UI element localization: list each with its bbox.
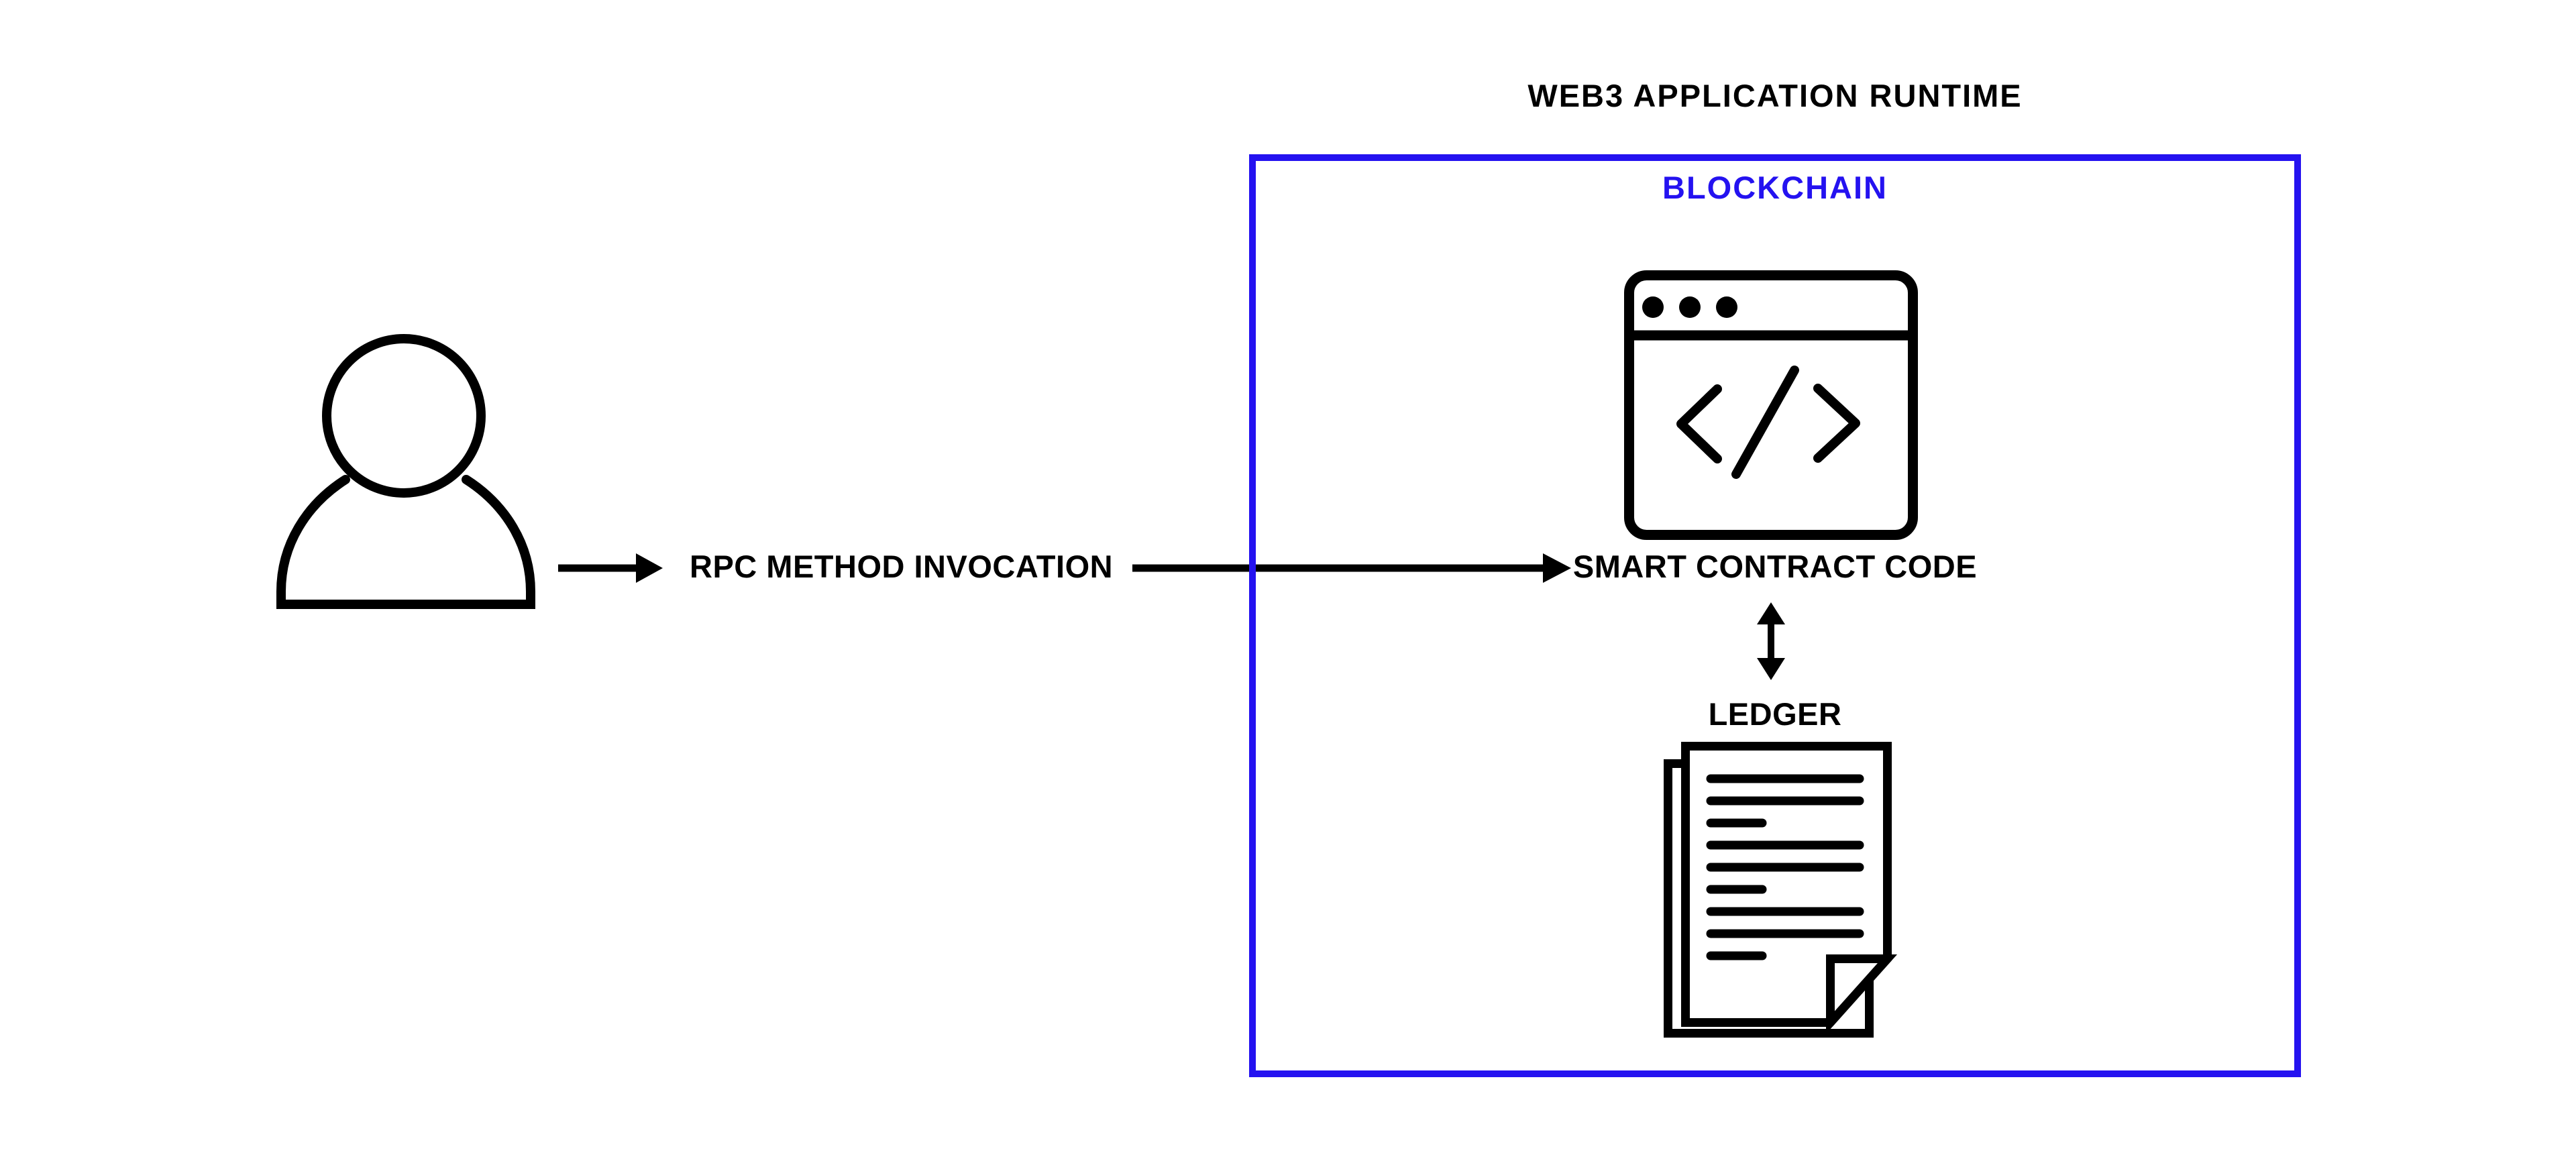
diagram-title: WEB3 APPLICATION RUNTIME xyxy=(1527,78,2023,113)
right-arrow-icon xyxy=(1132,553,1571,583)
ledger-document-icon xyxy=(1664,742,1898,1038)
ledger-text-lines xyxy=(1706,774,1864,960)
right-arrow-icon xyxy=(558,553,663,583)
browser-window-dots xyxy=(1642,296,1737,318)
browser-code-window-icon xyxy=(1624,270,1918,540)
ledger-label: LEDGER xyxy=(1708,696,1842,732)
code-icon xyxy=(1676,366,1860,479)
user-head xyxy=(322,334,486,498)
up-down-arrow-icon xyxy=(1757,602,1785,680)
user-icon xyxy=(276,334,535,609)
blockchain-container-box xyxy=(1249,154,2301,1077)
blockchain-label: BLOCKCHAIN xyxy=(1662,170,1888,205)
ledger-fold-corner xyxy=(1826,954,1898,1034)
browser-window-frame xyxy=(1624,270,1918,540)
user-body xyxy=(276,475,535,609)
smart-contract-code-label: SMART CONTRACT CODE xyxy=(1572,549,1978,584)
rpc-method-invocation-label: RPC METHOD INVOCATION xyxy=(690,549,1114,584)
